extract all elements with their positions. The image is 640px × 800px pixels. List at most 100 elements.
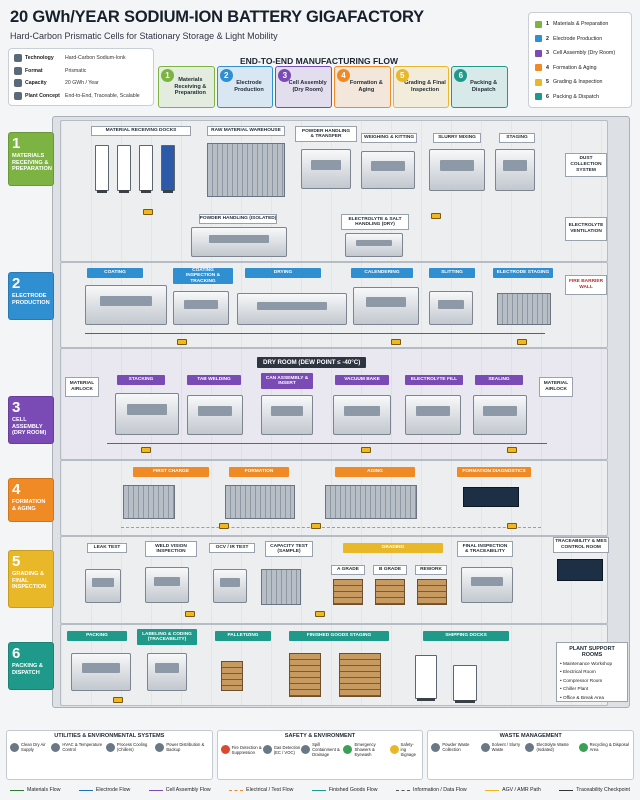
dry-room-banner: DRY ROOM (DEW POINT ≤ -40°C): [257, 357, 367, 368]
drying-oven: [237, 293, 347, 325]
zone-formation-aging: FIRST CHARGE FORMATION AGING FORMATION D…: [60, 460, 608, 536]
legend-number: 6: [546, 93, 549, 100]
panel-item-label: Process Cooling (Chillers): [116, 742, 148, 753]
zone-materials-receiving: MATERIAL RECEIVING DOCKS RAW MATERIAL WA…: [60, 120, 608, 262]
agv-vehicle: [391, 339, 401, 345]
electrode-flow-path: [85, 333, 545, 334]
first-charge-rack: [123, 485, 175, 519]
panel-item: Safety-ing Signage: [389, 742, 420, 757]
flow-legend-label: Information / Data Flow: [413, 787, 467, 793]
panel-title: SAFETY & ENVIRONMENT: [284, 733, 356, 739]
zone-tag-number: 4: [12, 481, 21, 498]
support-item: • Compressor Room: [560, 677, 603, 683]
grade-b-shelf: [375, 579, 405, 605]
legend-number: 3: [546, 50, 549, 57]
gas-detector-icon: [262, 745, 272, 755]
grade-label: B GRADE: [373, 565, 407, 575]
panel-item-label: HVAC & Temperature Control: [62, 742, 103, 753]
weld-vision-machine: [145, 567, 189, 603]
systems-panels: UTILITIES & ENVIRONMENTAL SYSTEMS Clean …: [6, 730, 635, 780]
legend-number: 4: [546, 64, 549, 71]
storage-rack: [207, 143, 285, 197]
legend-label: Materials & Preparation: [553, 21, 609, 28]
aging-rack: [325, 485, 417, 519]
shipping-truck: [415, 655, 437, 701]
area-label: DRYING: [245, 268, 321, 278]
shower-icon: [343, 745, 353, 755]
vacuum-bake-oven: [333, 395, 391, 435]
info-key: Format: [25, 67, 43, 74]
flow-legend-item: Information / Data Flow: [396, 787, 467, 793]
agv-vehicle: [311, 523, 321, 529]
panel-item: HVAC & Temperature Control: [51, 742, 106, 752]
diagnostics-screen: [463, 487, 519, 507]
agv-vehicle: [517, 339, 527, 345]
plant-concept-icon: [14, 91, 22, 100]
can-assembly-machine: [261, 395, 313, 435]
area-label: GRADING: [343, 543, 443, 553]
flow-step-number: 6: [454, 69, 468, 82]
electrolyte-fill-machine: [405, 395, 461, 435]
flow-legend-item: Finished Goods Flow: [311, 787, 378, 793]
finished-goods-pallets: [289, 653, 321, 697]
delivery-truck: [161, 145, 175, 193]
agv-vehicle: [315, 611, 325, 617]
area-label: FINISHED GOODS STAGING: [289, 631, 389, 641]
delivery-truck: [117, 145, 131, 193]
area-label: AGING: [335, 467, 415, 477]
area-label: TAB WELDING: [187, 375, 241, 385]
panel-item: Power Distribution & Backup: [155, 742, 208, 752]
solvent-waste-icon: [480, 742, 490, 752]
area-label: CAPACITY TEST (SAMPLE): [265, 541, 313, 557]
area-label: SLITTING: [429, 268, 475, 278]
tab-welding-machine: [187, 395, 243, 435]
zone-tag-number: 1: [12, 135, 21, 152]
electrode-staging-rack: [497, 293, 551, 325]
panel-title: UTILITIES & ENVIRONMENTAL SYSTEMS: [54, 733, 165, 739]
flow-title: END-TO-END MANUFACTURING FLOW: [240, 56, 399, 66]
panel-item: Emergency Showers & Eyewash: [343, 742, 389, 757]
panel-item: Process Cooling (Chillers): [105, 742, 155, 753]
page-title: 20 GWh/YEAR SODIUM-ION BATTERY GIGAFACTO…: [10, 8, 424, 26]
flow-legend-label: Materials Flow: [27, 787, 61, 793]
coating-line: [85, 285, 167, 325]
flow-step-label: Grading & Final Inspection: [404, 80, 446, 93]
info-value: Prismatic: [65, 67, 87, 74]
flow-legend-label: Cell Assembly Flow: [165, 787, 211, 793]
panel-item-label: Solvent / Slurry Waste: [491, 742, 521, 753]
leak-test-machine: [85, 569, 121, 603]
weighing-station: [361, 151, 415, 189]
panel-item: Spill Containment & Drainage: [301, 742, 343, 757]
agv-vehicle: [113, 697, 123, 703]
waste-panel: WASTE MANAGEMENT Powder Waste Collection…: [427, 730, 635, 780]
agv-vehicle: [143, 209, 153, 215]
zone-tag-name: Materials Receiving & Preparation: [12, 153, 52, 173]
zone-electrode-production: COATING COATING INSPECTION & TRACKING DR…: [60, 262, 608, 348]
formation-rack: [225, 485, 295, 519]
panel-item: Gas Detection (EC / VOC): [262, 742, 301, 757]
panel-item-label: Spill Containment & Drainage: [312, 742, 340, 758]
support-item: • Chiller Plant: [560, 686, 589, 692]
safety-panel: SAFETY & ENVIRONMENT Fire Detection & Su…: [216, 730, 424, 780]
dust-collection-room: DUST COLLECTION SYSTEM: [565, 153, 607, 177]
legend-swatch: [535, 20, 542, 28]
chiller-icon: [105, 742, 115, 752]
flow-step-number: 5: [395, 69, 409, 82]
delivery-truck: [139, 145, 153, 193]
recycling-icon: [578, 742, 588, 752]
panel-item-label: Recycling & Disposal Area: [589, 742, 629, 753]
format-icon: [14, 66, 22, 75]
grade-a-shelf: [333, 579, 363, 605]
flow-legend-line: [148, 789, 163, 791]
panel-item-label: Fire Detection & Suppression: [231, 744, 262, 755]
flow-step-label: Cell Assembly (Dry Room): [288, 80, 327, 93]
area-label: VACUUM BAKE: [335, 375, 389, 385]
legend-swatch: [535, 64, 542, 72]
